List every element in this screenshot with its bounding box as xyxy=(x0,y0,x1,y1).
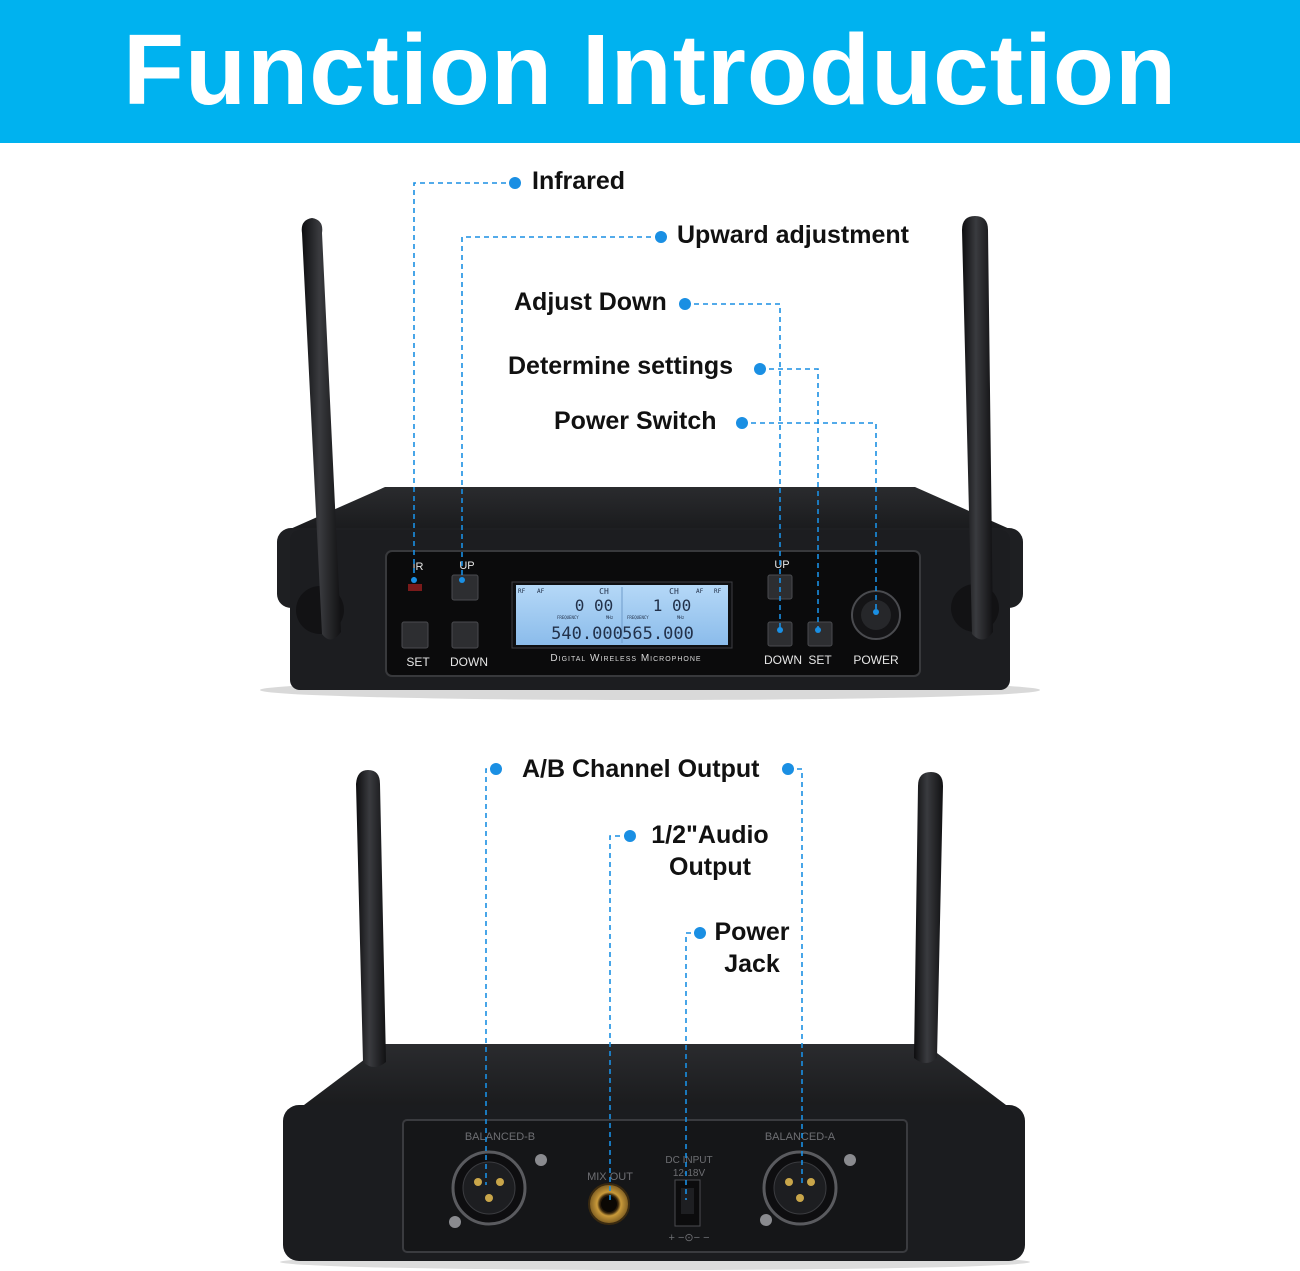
label-power-jack-line2: Jack xyxy=(724,950,780,978)
lcd-frequency-a: 540.000 xyxy=(551,624,623,644)
lcd-channel-b: 1 00 xyxy=(653,596,692,615)
label-infrared: Infrared xyxy=(532,167,626,195)
lcd-ch-b: CH xyxy=(669,587,679,596)
callout-dot-infrared xyxy=(509,177,521,189)
callout-dot-determine xyxy=(754,363,766,375)
set-button-right[interactable] xyxy=(807,621,833,647)
label-determine-settings: Determine settings xyxy=(508,352,734,380)
callout-dot-adjust-down xyxy=(679,298,691,310)
title-banner: Function Introduction xyxy=(0,0,1300,143)
rear-unit xyxy=(280,770,1030,1270)
banner-title: Function Introduction xyxy=(122,14,1178,126)
lcd-channel-a: 0 00 xyxy=(575,596,614,615)
callout-dot-ab-left xyxy=(490,763,502,775)
lcd-mhz-b: MHz xyxy=(677,615,685,620)
svg-text:+ −⊙− −: + −⊙− − xyxy=(668,1232,709,1244)
down-right-label: DOWN xyxy=(764,653,802,667)
lcd-af-a: AF xyxy=(537,588,545,595)
balanced-a-label: BALANCED-A xyxy=(765,1131,836,1143)
mix-out-jack[interactable] xyxy=(588,1183,630,1225)
lcd-freq-b: FREQUENCY xyxy=(627,615,649,620)
down-button-right[interactable] xyxy=(767,621,793,647)
dc-voltage-label: 12-18V xyxy=(673,1168,706,1179)
ir-label: IR xyxy=(413,561,424,573)
label-power-jack-line1: Power xyxy=(714,918,790,946)
label-ab-channel-output: A/B Channel Output xyxy=(522,755,760,783)
lcd-ch-a: CH xyxy=(599,587,609,596)
set-left-label: SET xyxy=(406,655,430,669)
down-left-label: DOWN xyxy=(450,655,488,669)
lcd-rf-b: RF xyxy=(714,588,722,595)
callout-dot-power-jack xyxy=(694,927,706,939)
xlr-balanced-b[interactable] xyxy=(451,1150,527,1226)
callout-dot-ab-right xyxy=(782,763,794,775)
label-power-jack: Power Jack xyxy=(706,916,798,980)
set-right-label: SET xyxy=(808,653,832,667)
callout-dot-power-switch xyxy=(736,417,748,429)
balanced-b-label: BALANCED-B xyxy=(465,1131,535,1143)
label-adjust-down: Adjust Down xyxy=(514,288,667,316)
infrared-sensor xyxy=(408,584,422,591)
xlr-balanced-a[interactable] xyxy=(762,1150,838,1226)
lcd-frequency-b: 565.000 xyxy=(622,624,694,644)
antenna-right xyxy=(951,216,999,640)
down-button-left[interactable] xyxy=(451,621,479,649)
dc-input-label: DC INPUT xyxy=(665,1155,712,1166)
dc-power-jack[interactable] xyxy=(674,1179,701,1227)
front-unit xyxy=(260,216,1040,700)
lcd-rf-a: RF xyxy=(518,588,526,595)
callout-dot-audio xyxy=(624,830,636,842)
up-button-left[interactable] xyxy=(451,574,479,601)
power-label: POWER xyxy=(853,653,899,667)
up-left-label: UP xyxy=(459,560,474,572)
set-button-left[interactable] xyxy=(401,621,429,649)
brand-label: Digital Wireless Microphone xyxy=(550,653,701,664)
lcd-af-b: AF xyxy=(696,588,704,595)
label-audio-output: 1/2"Audio Output xyxy=(640,819,780,883)
label-audio-output-line1: 1/2"Audio xyxy=(651,821,769,849)
lcd-freq-a: FREQUENCY xyxy=(557,615,579,620)
antenna-left xyxy=(296,218,344,640)
callout-endpoints xyxy=(411,577,879,633)
up-right-label: UP xyxy=(774,559,789,571)
label-upward-adjustment: Upward adjustment xyxy=(677,221,909,249)
callout-dot-upward xyxy=(655,231,667,243)
label-audio-output-line2: Output xyxy=(669,853,751,881)
label-power-switch: Power Switch xyxy=(554,407,717,435)
lcd-mhz-a: MHz xyxy=(606,615,614,620)
